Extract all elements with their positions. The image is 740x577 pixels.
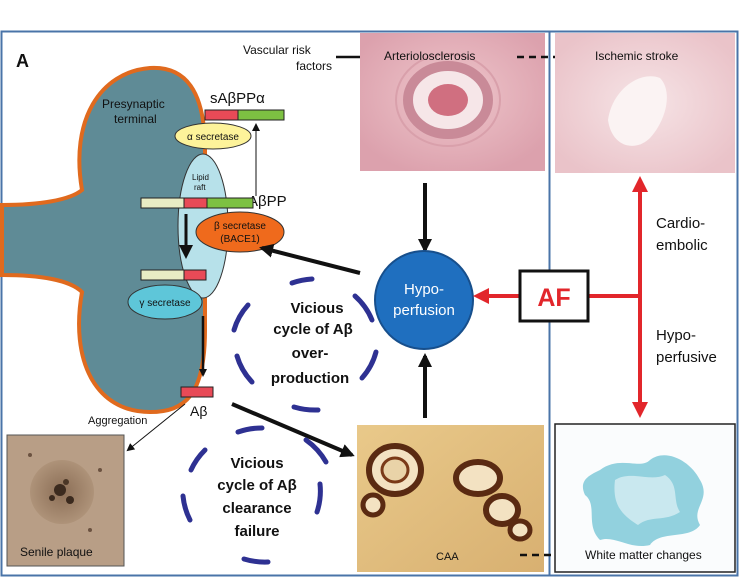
cardioembolic-label-1: Cardio-	[656, 215, 705, 232]
vascular-risk-label-1: Vascular risk	[243, 43, 312, 57]
af-label: AF	[537, 284, 570, 312]
overproduction-cycle-arrows	[231, 276, 379, 413]
senile-plaque-image	[6, 434, 125, 567]
senile-plaque-label: Senile plaque	[20, 545, 93, 559]
alpha-secretase-label: α secretase	[187, 132, 239, 143]
abpp-beige-segment	[140, 197, 185, 209]
overproduction-line-4: production	[271, 370, 349, 387]
presynaptic-label-1: Presynaptic	[102, 97, 165, 111]
white-matter-image	[554, 423, 736, 573]
gamma-secretase	[127, 284, 203, 320]
clearance-line-2: cycle of Aβ	[217, 477, 296, 494]
panel-a-label: A	[16, 51, 29, 71]
hypoperfusion-node	[374, 250, 474, 350]
sabpp-green-segment	[237, 109, 285, 121]
hypoperfusion-label-2: perfusion	[393, 302, 455, 319]
arteriolosclerosis-image	[360, 33, 545, 171]
arteriolosclerosis-label: Arteriolosclerosis	[384, 49, 475, 63]
ctf-beige-segment	[140, 269, 185, 281]
hypoperfusion-label-1: Hypo-	[404, 281, 444, 298]
abpp-label: AβPP	[248, 193, 287, 210]
hypoperfusion-to-bace-arrow	[259, 243, 361, 275]
aggregation-label: Aggregation	[88, 415, 147, 427]
af-box	[518, 269, 590, 323]
overproduction-line-2: cycle of Aβ	[273, 321, 352, 338]
beta-secretase-label-2: (BACE1)	[220, 234, 259, 245]
gamma-secretase-label: γ secretase	[139, 298, 191, 309]
ctf-red-segment	[183, 269, 207, 281]
vascular-risk-label-2: factors	[296, 59, 332, 73]
lipid-raft-label-1: Lipid	[192, 173, 209, 182]
caa-image	[357, 425, 544, 572]
alpha-secretase	[174, 122, 252, 150]
caa-label: CAA	[436, 551, 459, 563]
hypoperfusive-label-2: perfusive	[656, 349, 717, 366]
overproduction-line-3: over-	[292, 345, 329, 362]
abpp-red-segment	[183, 197, 208, 209]
ab-fragment	[180, 386, 214, 398]
overproduction-line-1: Vicious	[290, 300, 343, 317]
cardioembolic-label-2: embolic	[656, 237, 708, 254]
aggregation-arrow	[126, 403, 186, 452]
beta-secretase	[195, 211, 285, 253]
clearance-line-3: clearance	[222, 500, 291, 517]
ischemic-stroke-label: Ischemic stroke	[595, 49, 679, 63]
white-matter-label: White matter changes	[585, 548, 702, 562]
ab-to-caa-arrow	[231, 402, 355, 458]
ischemic-stroke-image	[555, 33, 735, 173]
ab-label: Aβ	[190, 403, 207, 419]
sabpp-label: sAβPPα	[210, 90, 265, 107]
sabpp-red-segment	[204, 109, 239, 121]
clearance-line-4: failure	[234, 523, 279, 540]
hypoperfusive-label-1: Hypo-	[656, 327, 696, 344]
clearance-line-1: Vicious	[230, 455, 283, 472]
beta-secretase-label-1: β secretase	[214, 221, 266, 232]
presynaptic-terminal	[0, 65, 207, 415]
abpp-green-segment	[206, 197, 254, 209]
clearance-cycle-arrows	[180, 425, 329, 565]
lipid-raft-label-2: raft	[194, 183, 206, 192]
presynaptic-label-2: terminal	[114, 112, 157, 126]
